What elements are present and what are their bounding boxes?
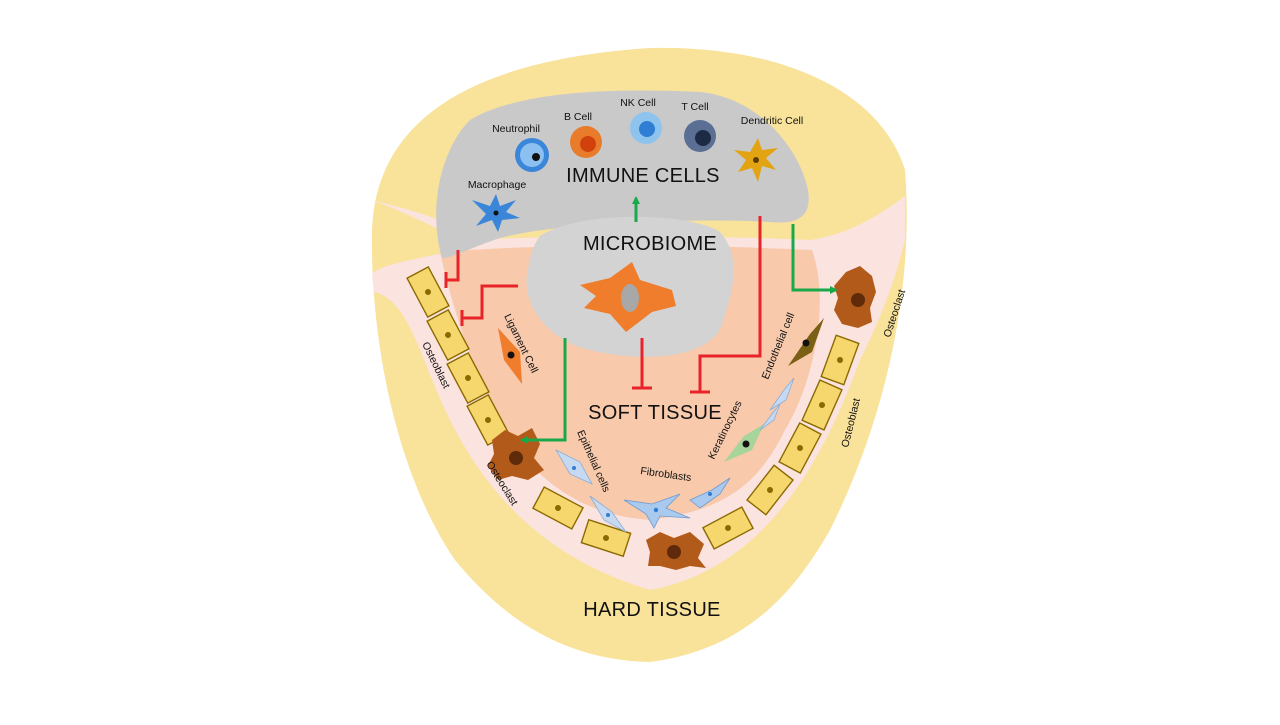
osteoblast-chain-right: [701, 334, 860, 550]
keratinocyte-icon: [724, 424, 764, 462]
epithelial-cell-icon: [554, 449, 627, 533]
fibroblast-icon: [623, 477, 731, 529]
immune-cells-label: IMMUNE CELLS: [566, 165, 720, 187]
nk-cell-icon: [630, 112, 662, 144]
immune-cells-region: [436, 90, 809, 259]
nk-cell-label: NK Cell: [620, 97, 656, 109]
dendritic-cell-label: Dendritic Cell: [741, 115, 803, 127]
macrophage-label: Macrophage: [468, 179, 527, 191]
soft-tissue-label: SOFT TISSUE: [588, 402, 722, 424]
microbiome-label: MICROBIOME: [583, 233, 717, 255]
b-cell-label: B Cell: [564, 111, 592, 123]
osteoclast-bottom-icon: [646, 532, 706, 570]
t-cell-label: T Cell: [681, 101, 708, 113]
b-cell-icon: [570, 126, 602, 158]
activation-arrows: [520, 196, 838, 444]
microbe-icon: [580, 262, 676, 332]
t-cell-icon: [684, 120, 716, 152]
neutrophil-label: Neutrophil: [492, 123, 540, 135]
macrophage-icon: [472, 194, 520, 232]
neutrophil-icon: [515, 138, 549, 172]
ligament-cell-icon: [498, 328, 522, 384]
endothelial-cell-icon: [759, 318, 824, 431]
osteoclast-right-icon: [834, 266, 876, 328]
inhibition-arrows: [444, 216, 762, 394]
dendritic-cell-icon: [734, 138, 778, 182]
osteoblast-chain-left: [406, 265, 632, 558]
hard-tissue-label: HARD TISSUE: [583, 599, 720, 621]
